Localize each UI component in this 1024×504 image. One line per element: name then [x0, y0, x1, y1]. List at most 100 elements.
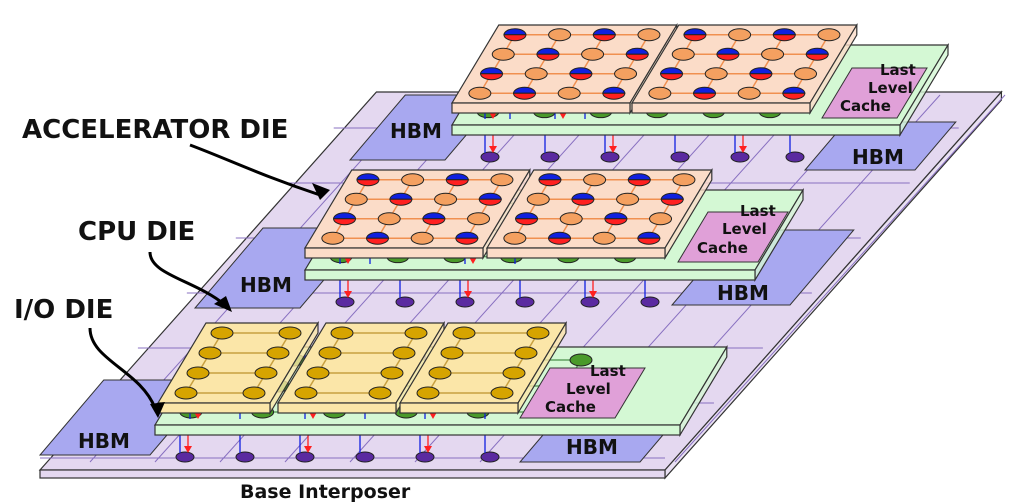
- svg-text:Last: Last: [740, 202, 776, 220]
- interposer-node: [355, 451, 375, 463]
- accelerator-grid-link: [332, 179, 369, 239]
- router-node-blue: [660, 192, 684, 200]
- router-node-blue: [503, 28, 527, 36]
- chip-to-die-connector-arrow: [429, 412, 437, 419]
- accelerator-node: [672, 173, 696, 187]
- hbm-label-3: HBM: [240, 273, 292, 297]
- interposer-node: [670, 151, 690, 163]
- router-node-red: [683, 34, 707, 42]
- cpu-grid-link: [185, 332, 223, 394]
- accelerator-node: [503, 231, 527, 245]
- io-die-edge: [154, 424, 681, 436]
- router-node-blue: [716, 47, 740, 55]
- hbm-label-2: HBM: [852, 145, 904, 169]
- router-node-red: [445, 179, 469, 187]
- accelerator-grid-link: [376, 179, 414, 239]
- cpu-chiplet-edge: [277, 402, 397, 414]
- router-node-red: [536, 53, 560, 61]
- interposer-node: [730, 151, 750, 163]
- interposer-node: [395, 296, 415, 308]
- cpu-core-node: [368, 386, 392, 400]
- router-node-blue: [805, 47, 829, 55]
- router-node-blue: [333, 212, 357, 220]
- accelerator-node: [794, 67, 818, 81]
- interposer-node: [480, 151, 500, 163]
- cpu-core-node: [526, 326, 550, 340]
- accelerator-die-label: ACCELERATOR DIE: [22, 115, 288, 145]
- router-node-red: [503, 34, 527, 42]
- router-node-blue: [602, 86, 626, 94]
- cpu-core-node: [174, 386, 198, 400]
- svg-text:Level: Level: [566, 380, 611, 398]
- cpu-die-label: CPU DIE: [78, 217, 195, 247]
- accelerator-node: [557, 86, 581, 100]
- accelerator-node: [728, 28, 752, 42]
- accelerator-node: [377, 212, 401, 226]
- interposer-node: [600, 151, 620, 163]
- cpu-grid-link: [253, 332, 291, 394]
- router-node-red: [548, 237, 572, 245]
- router-node-blue: [782, 86, 806, 94]
- die-to-base-connector-arrow: [489, 146, 497, 153]
- cpu-grid-link: [501, 332, 539, 394]
- router-node-blue: [749, 67, 773, 75]
- cpu-core-node: [404, 326, 428, 340]
- die-to-base-connector-arrow: [609, 146, 617, 153]
- accelerator-grid-link: [514, 179, 551, 239]
- router-node-red: [660, 198, 684, 206]
- cpu-core-node: [380, 366, 404, 380]
- svg-text:Last: Last: [880, 61, 916, 79]
- router-node-red: [356, 179, 380, 187]
- chip-to-die-connector-arrow: [559, 112, 567, 119]
- last-level-cache-block: [821, 67, 928, 119]
- accelerator-node: [410, 231, 434, 245]
- cpu-core-node: [502, 366, 526, 380]
- cpu-chiplet-edge: [399, 402, 519, 414]
- interposer-node: [515, 296, 535, 308]
- accelerator-node: [559, 212, 583, 226]
- interposer-node: [235, 451, 255, 463]
- cpu-core-node: [392, 346, 416, 360]
- accelerator-node: [581, 47, 605, 61]
- accelerator-chiplet-edge: [451, 102, 631, 114]
- interposer-node: [640, 296, 660, 308]
- interposer-trace: [674, 94, 1006, 463]
- router-node-blue: [683, 28, 707, 36]
- router-node-red: [625, 53, 649, 61]
- cpu-core-node: [198, 346, 222, 360]
- accelerator-node: [817, 28, 841, 42]
- cpu-core-node: [278, 326, 302, 340]
- die-to-base-connector-arrow: [589, 291, 597, 298]
- base-interposer-edge: [39, 469, 666, 479]
- accelerator-node: [614, 67, 638, 81]
- router-node-blue: [660, 67, 684, 75]
- accelerator-grid-link: [479, 34, 516, 94]
- cpu-core-node: [514, 346, 538, 360]
- chip-to-die-connector-arrow: [309, 412, 317, 419]
- router-node-blue: [536, 47, 560, 55]
- accelerator-grid-link: [659, 34, 696, 94]
- cpu-core-node: [428, 366, 452, 380]
- cpu-grid-link: [305, 332, 343, 394]
- router-node-blue: [515, 212, 539, 220]
- cpu-core-node: [294, 386, 318, 400]
- router-node-blue: [637, 231, 661, 239]
- accelerator-die-pointer: [189, 143, 321, 197]
- accelerator-node: [467, 212, 491, 226]
- accelerator-node: [592, 231, 616, 245]
- cpu-core-node: [490, 386, 514, 400]
- router-node-red: [627, 179, 651, 187]
- router-node-red: [478, 198, 502, 206]
- io-die-edge: [451, 124, 901, 136]
- svg-text:Cache: Cache: [545, 398, 596, 416]
- last-level-cache-block: [677, 211, 789, 263]
- router-node-red: [782, 92, 806, 100]
- cpu-core-node: [416, 386, 440, 400]
- router-node-red: [693, 92, 717, 100]
- svg-text:Last: Last: [590, 362, 626, 380]
- router-node-red: [480, 73, 504, 81]
- router-node-blue: [480, 67, 504, 75]
- router-node-red: [569, 73, 593, 81]
- accelerator-grid-link: [748, 34, 785, 94]
